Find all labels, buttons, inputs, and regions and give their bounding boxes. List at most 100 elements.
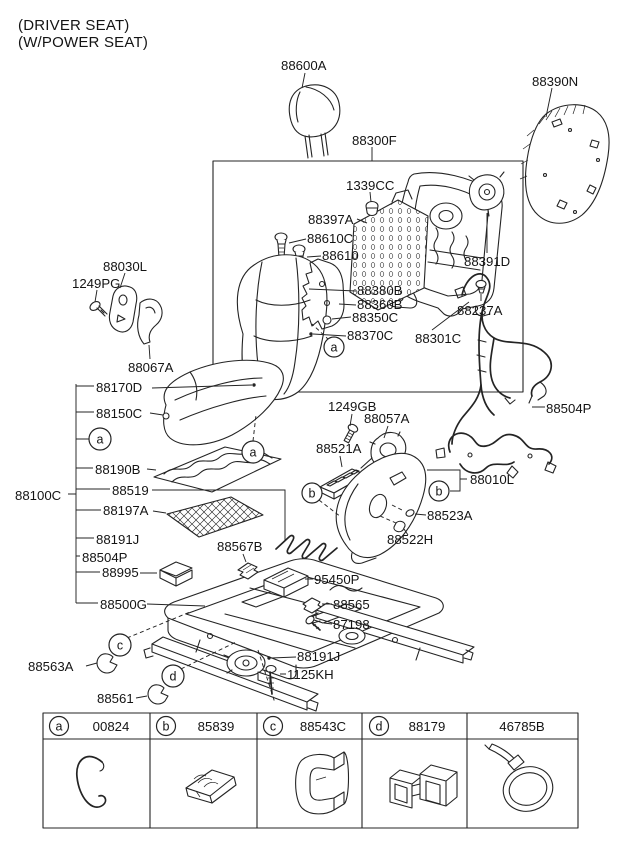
part-label-88390N: 88390N <box>532 74 578 89</box>
part-label-88504P: 88504P <box>82 550 128 565</box>
clip-drawing-88567B <box>237 562 259 580</box>
legend-header-tie: 46785B <box>499 719 545 734</box>
diagram-title-line2: (W/POWER SEAT) <box>18 34 148 51</box>
callout-d: d <box>161 664 185 688</box>
legend-letter-a: a <box>56 720 63 734</box>
seat-frame-assembly-drawing <box>143 558 475 712</box>
part-label-88610C: 88610C <box>307 231 354 246</box>
wiring-harness-drawing <box>435 273 557 479</box>
legend-header-d: d 88179 <box>368 715 446 737</box>
nut-drawing <box>365 200 379 216</box>
callout-a-label: a <box>331 341 338 355</box>
clip-drawing-88563A <box>96 653 118 674</box>
part-label-88523A: 88523A <box>427 508 473 523</box>
module-drawing-95450P <box>263 567 309 598</box>
part-label-88191J: 88191J <box>96 532 139 547</box>
legend-code-88543C: 88543C <box>300 719 347 734</box>
shield-pin-drawing <box>405 509 415 517</box>
part-label-95450P: 95450P <box>314 572 360 587</box>
part-label-88100C: 88100C <box>15 488 62 503</box>
recliner-cover-drawing <box>89 285 163 345</box>
part-label-88610: 88610 <box>322 248 359 263</box>
seat-back-pad-drawing <box>349 189 429 311</box>
legend-header-c: c 88543C <box>262 715 347 737</box>
screw-drawing-88237A <box>475 279 487 294</box>
legend-letter-c: c <box>270 720 276 734</box>
bolt-drawing-1249GB <box>343 423 359 444</box>
leader-lines <box>68 72 553 704</box>
legend-drawing-clip-85839 <box>185 769 237 804</box>
part-label-88500G: 88500G <box>100 597 147 612</box>
legend-header-b: b 85839 <box>155 715 235 737</box>
callout-b-label: b <box>436 485 443 499</box>
module-drawing-88995 <box>159 561 193 587</box>
callout-c: c <box>108 633 132 657</box>
seat-side-shield-drawing <box>335 452 427 564</box>
part-label-88350C: 88350C <box>352 310 399 325</box>
part-label-88010L: 88010L <box>470 472 514 487</box>
callout-b-right: b <box>428 480 450 502</box>
part-label-88190B: 88190B <box>95 462 141 477</box>
seat-back-panel-drawing <box>519 104 610 224</box>
speaker-drawing <box>468 171 505 217</box>
part-label-1249GB: 1249GB <box>328 399 377 414</box>
part-label-88563A: 88563A <box>28 659 74 674</box>
part-label-1249PG: 1249PG <box>72 276 120 291</box>
part-label-88370C: 88370C <box>347 328 394 343</box>
legend-code-00824: 00824 <box>93 719 130 734</box>
callout-a-cushion: a <box>241 440 265 464</box>
seat-cushion-drawing <box>162 359 284 446</box>
part-label-88300F: 88300F <box>352 133 397 148</box>
callout-a-seatback: a <box>323 336 345 358</box>
legend-drawing-cable-tie <box>484 743 554 812</box>
legend-code-88179: 88179 <box>409 719 446 734</box>
part-label-88995: 88995 <box>102 565 139 580</box>
clip-drawing-88565 <box>302 597 322 614</box>
screw-drawing-87198 <box>305 615 321 631</box>
part-label-88067A: 88067A <box>128 360 174 375</box>
legend-header-a: a 00824 <box>48 715 130 737</box>
part-label-88030L: 88030L <box>103 259 147 274</box>
legend-letter-d: d <box>376 720 383 734</box>
callout-a-label: a <box>97 433 104 447</box>
shield-knob-cap-drawing <box>393 520 406 533</box>
cushion-support-wire-drawing <box>275 534 338 562</box>
legend-table: a 00824 b 85839 c 88543C d 88179 46785B <box>42 712 579 829</box>
clip-drawing-88561 <box>147 684 169 705</box>
callout-b-label: b <box>309 487 316 501</box>
part-label-88521A: 88521A <box>316 441 362 456</box>
legend-letter-b: b <box>163 720 170 734</box>
part-label-88237A: 88237A <box>457 303 503 318</box>
part-label-1125KH: 1125KH <box>287 667 334 682</box>
legend-drawing-hook-wire <box>76 755 107 808</box>
part-label-88197A: 88197A <box>103 503 149 518</box>
legend-drawing-clip-88543C <box>295 751 350 815</box>
callout-c-label: c <box>117 639 123 653</box>
legend-code-85839: 85839 <box>198 719 235 734</box>
part-label-88170D: 88170D <box>96 380 142 395</box>
seat-back-assembly-box <box>212 160 524 393</box>
callout-d-label: d <box>170 670 177 684</box>
part-label-88150C: 88150C <box>96 406 143 421</box>
part-label-88504P-harness: 88504P <box>546 401 592 416</box>
bolt-drawing-1125KH <box>265 664 277 695</box>
part-label-88301C: 88301C <box>415 331 462 346</box>
part-label-88565: 88565 <box>333 597 370 612</box>
part-label-88567B: 88567B <box>217 539 263 554</box>
part-labels: 88600A 88300F 88390N 1339CC 88397A 88610… <box>15 58 592 706</box>
part-label-88391D: 88391D <box>464 254 510 269</box>
part-label-88397A: 88397A <box>308 212 354 227</box>
motor-drawing-88191J <box>223 649 271 685</box>
part-label-88561: 88561 <box>97 691 134 706</box>
legend-drawing-clip-88179 <box>389 764 458 809</box>
part-label-88057A: 88057A <box>364 411 410 426</box>
legend-code-46785B: 46785B <box>499 719 545 734</box>
part-label-88191J-motor: 88191J <box>297 649 340 664</box>
power-seat-switch-drawing <box>319 468 367 500</box>
cushion-heater-pad-drawing <box>166 496 264 538</box>
part-label-87198: 87198 <box>333 617 370 632</box>
part-label-1339CC: 1339CC <box>346 178 395 193</box>
diagram-title-line1: (DRIVER SEAT) <box>18 17 130 34</box>
part-label-88522H: 88522H <box>387 532 433 547</box>
